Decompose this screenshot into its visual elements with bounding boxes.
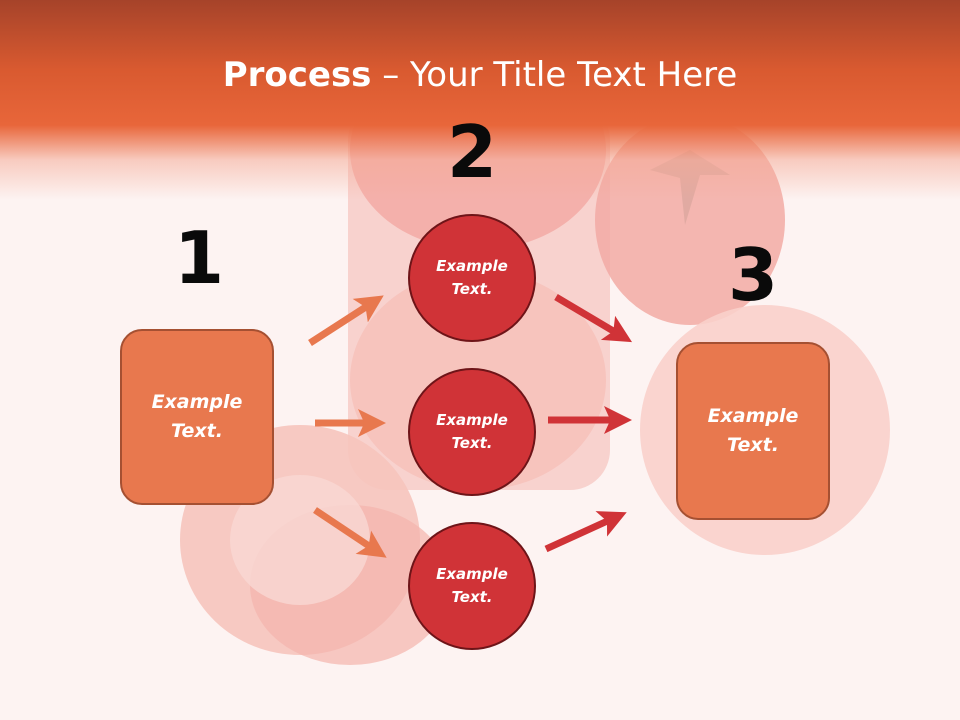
step-3-box: Example Text. [676, 342, 830, 520]
step-1-box: Example Text. [120, 329, 274, 505]
title-bar [0, 0, 960, 200]
title-rest: – Your Title Text Here [371, 55, 738, 95]
step-2-circle-top: Example Text. [408, 214, 536, 342]
step-1-text: Example Text. [151, 391, 243, 442]
step-number-1: 1 [173, 216, 225, 300]
arrow-2-to-3-top [554, 293, 633, 343]
step-number-2: 2 [446, 110, 498, 194]
arrow-1-to-2-bottom [313, 507, 387, 558]
step-2-circle-bottom: Example Text. [408, 522, 536, 650]
step-2-circle-middle: Example Text. [408, 368, 536, 496]
title-bold: Process [222, 55, 372, 95]
step-2-circle-bottom-text: Example Text. [436, 565, 508, 606]
arrow-2-to-3-bottom [544, 511, 627, 553]
step-2-circle-top-text: Example Text. [436, 257, 508, 298]
step-2-circle-middle-text: Example Text. [436, 411, 508, 452]
step-number-3: 3 [727, 233, 779, 317]
step-3-text: Example Text. [707, 405, 799, 456]
slide-title: Process – Your Title Text Here [0, 52, 960, 98]
arrow-1-to-2-top [308, 295, 384, 346]
